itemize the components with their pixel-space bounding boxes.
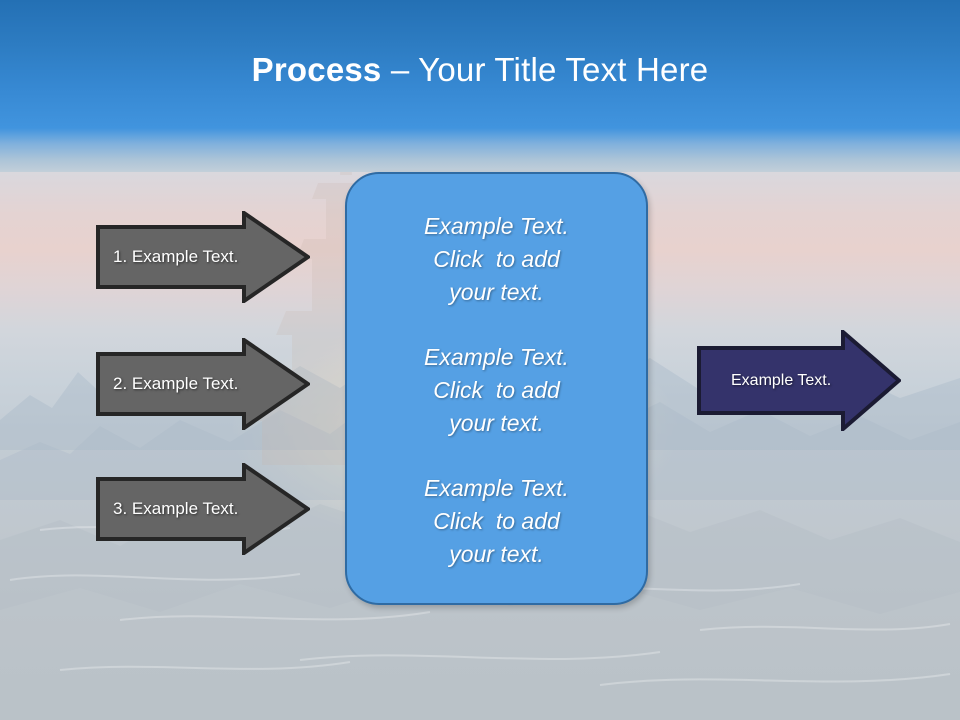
panel-text-block-3-line-2: Click to add <box>433 508 560 534</box>
step-arrow-1[interactable]: 1. Example Text. <box>96 211 310 303</box>
panel-text-block-2-line-1: Example Text. <box>424 344 569 370</box>
right-arrow-icon <box>96 463 310 555</box>
step-arrow-1-label: 1. Example Text. <box>113 247 239 266</box>
panel-text-block-2-line-3: your text. <box>449 410 544 436</box>
panel-text-block-3[interactable]: Example Text. Click to add your text. <box>347 472 646 571</box>
page-title-strong: Process <box>251 51 382 88</box>
outcome-arrow-label: Example Text. <box>731 371 832 389</box>
panel-text-block-1-line-1: Example Text. <box>424 213 569 239</box>
step-arrow-2[interactable]: 2. Example Text. <box>96 338 310 430</box>
step-arrow-3[interactable]: 3. Example Text. <box>96 463 310 555</box>
panel-text-block-1[interactable]: Example Text. Click to add your text. <box>347 210 646 309</box>
panel-text-block-3-line-3: your text. <box>449 541 544 567</box>
right-arrow-icon <box>697 330 901 431</box>
outcome-arrow[interactable]: Example Text. <box>697 330 901 431</box>
panel-text-block-1-line-3: your text. <box>449 279 544 305</box>
panel-text-block-2-line-2: Click to add <box>433 377 560 403</box>
header-fade <box>0 128 960 172</box>
right-arrow-icon <box>96 338 310 430</box>
panel-text-block-2[interactable]: Example Text. Click to add your text. <box>347 341 646 440</box>
step-arrow-2-label: 2. Example Text. <box>113 374 239 393</box>
page-title: Process – Your Title Text Here <box>0 50 960 90</box>
header-band <box>0 0 960 128</box>
right-arrow-icon <box>96 211 310 303</box>
panel-text-block-1-line-2: Click to add <box>433 246 560 272</box>
page-title-rest: – Your Title Text Here <box>381 51 709 88</box>
panel-text-block-3-line-1: Example Text. <box>424 475 569 501</box>
step-arrow-3-label: 3. Example Text. <box>113 499 239 518</box>
center-content-panel[interactable]: Example Text. Click to add your text. Ex… <box>345 172 648 605</box>
